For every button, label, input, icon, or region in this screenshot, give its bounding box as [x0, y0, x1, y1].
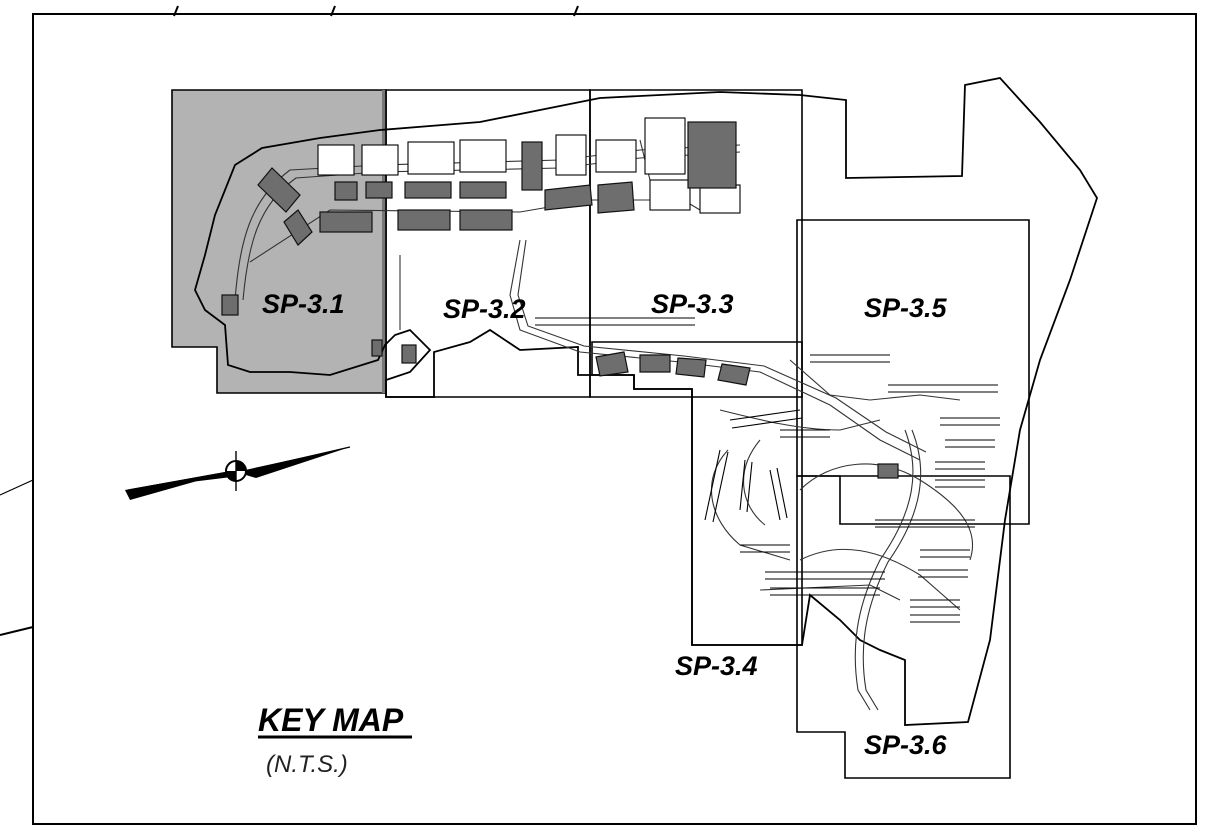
parking-lots — [317, 117, 741, 214]
sheet-area-sp36[interactable] — [796, 475, 1011, 779]
label-sp32: SP-3.2 — [443, 294, 526, 324]
townhome-clusters — [535, 317, 1000, 623]
label-sp36: SP-3.6 — [864, 730, 948, 760]
drawing-frame — [32, 13, 1197, 825]
north-arrow-icon — [125, 446, 351, 500]
key-map-scale-note: (N.T.S.) — [266, 751, 348, 778]
key-map-legend: KEY MAP (N.T.S.) — [258, 702, 412, 778]
sheet-labels: SP-3.1 SP-3.2 SP-3.3 SP-3.4 SP-3.5 SP-3.… — [262, 289, 948, 760]
label-sp31: SP-3.1 — [262, 289, 345, 319]
label-sp33: SP-3.3 — [651, 289, 734, 319]
edge-line — [0, 479, 34, 496]
label-sp34: SP-3.4 — [675, 651, 758, 681]
edge-line — [0, 626, 34, 636]
key-map-title: KEY MAP — [258, 702, 404, 738]
buildings — [221, 121, 737, 364]
match-line — [382, 90, 386, 393]
sheet-area-sp31[interactable] — [171, 89, 387, 394]
label-sp35: SP-3.5 — [864, 293, 948, 323]
property-boundary — [194, 77, 1098, 726]
sheet-boundaries — [385, 89, 1030, 779]
sheet-area-sp34[interactable] — [591, 341, 803, 646]
cropped-top-text — [173, 5, 579, 17]
apartment-buildings — [595, 351, 899, 479]
